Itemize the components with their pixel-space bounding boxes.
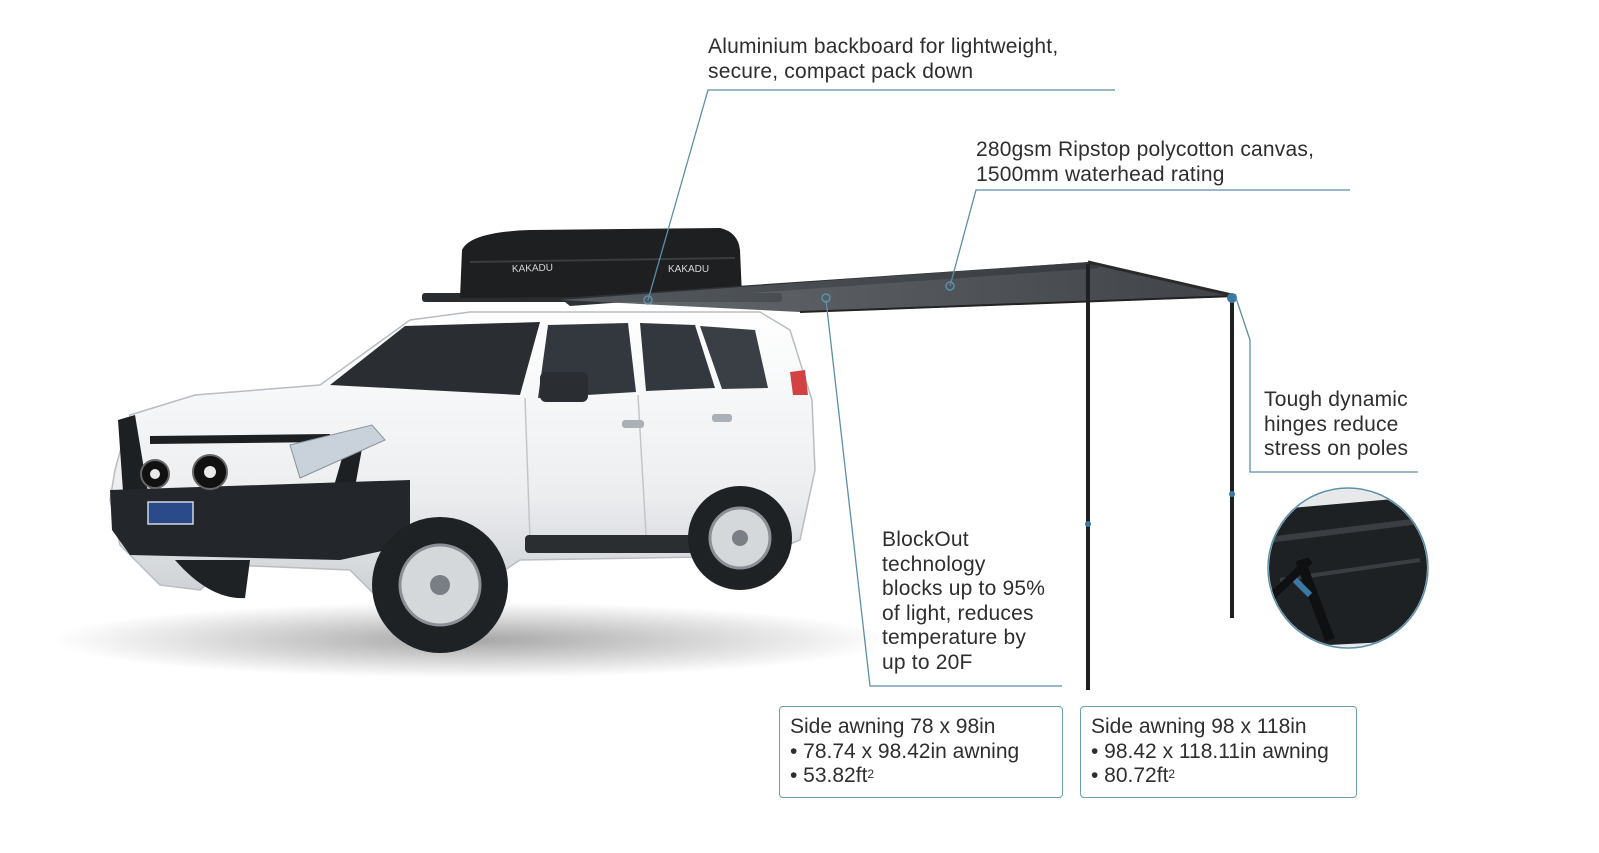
spec-box-dimensions: • 98.42 x 118.11in awning — [1091, 739, 1329, 763]
spec-box-area-value: • 53.82ft — [790, 764, 868, 787]
callout-canvas-line-1: 280gsm Ripstop polycotton canvas, — [976, 138, 1315, 161]
spec-box-dimensions: • 78.74 x 98.42in awning — [790, 739, 1020, 763]
hinge-detail-image — [1267, 487, 1429, 649]
rooftop-bag — [460, 228, 742, 298]
leader-hinges — [1235, 297, 1418, 473]
callout-backboard-line-2: secure, compact pack down — [708, 59, 974, 83]
spec-box-area-superscript: 2 — [1168, 767, 1176, 781]
callout-hinges: Tough dynamic hinges reduce stress on po… — [1264, 388, 1408, 462]
spec-box-area-value: • 80.72ft — [1091, 764, 1169, 787]
spec-box-98x118: Side awning 98 x 118in • 98.42 x 118.11i… — [1080, 706, 1357, 798]
callout-blockout: BlockOut technology blocks up to 95% of … — [882, 528, 1045, 675]
leader-blockout — [825, 299, 1062, 687]
callout-hinges-line-1: Tough dynamic — [1264, 388, 1408, 411]
spec-box-78x98: Side awning 78 x 98in • 78.74 x 98.42in … — [779, 706, 1063, 798]
spec-box-title: Side awning 78 x 98in — [790, 715, 996, 738]
leader-canvas — [949, 189, 1350, 287]
callout-canvas: 280gsm Ripstop polycotton canvas, 1500mm… — [976, 138, 1314, 187]
side-mirror — [540, 372, 588, 402]
awning-canvas — [560, 262, 1236, 312]
license-plate — [147, 501, 194, 525]
rear-window — [640, 323, 715, 391]
windshield — [330, 322, 540, 395]
callout-blockout-line-1: BlockOut — [882, 528, 969, 551]
tail-light — [790, 370, 808, 395]
spec-box-area: • 53.82ft2 — [790, 764, 1052, 789]
spec-box-area: • 80.72ft2 — [1091, 764, 1346, 789]
callout-blockout-line-6: up to 20F — [882, 650, 973, 674]
callout-backboard-line-1: Aluminium backboard for lightweight, — [708, 35, 1059, 58]
leader-backboard — [647, 89, 1115, 301]
headlight — [289, 424, 386, 479]
front-wheel — [372, 517, 508, 653]
spec-box-area-superscript: 2 — [867, 767, 875, 781]
callout-blockout-line-3: blocks up to 95% — [882, 577, 1046, 600]
side-step — [525, 535, 730, 553]
callout-hinges-line-2: hinges reduce — [1264, 412, 1399, 436]
rear-wheel — [688, 486, 792, 590]
bag-brand-label-right: KAKADU — [668, 264, 709, 275]
callout-blockout-line-5: temperature by — [882, 626, 1027, 649]
callout-canvas-line-2: 1500mm waterhead rating — [976, 162, 1225, 186]
spec-box-title: Side awning 98 x 118in — [1091, 715, 1307, 738]
callout-blockout-line-4: of light, reduces — [882, 601, 1034, 625]
callout-backboard: Aluminium backboard for lightweight, sec… — [708, 35, 1058, 84]
bag-brand-label-left: KAKADU — [512, 263, 553, 275]
leader-lines — [647, 89, 1418, 687]
callout-hinges-line-3: stress on poles — [1264, 437, 1409, 460]
callout-blockout-line-2: technology — [882, 552, 986, 576]
front-bumper — [110, 480, 410, 560]
